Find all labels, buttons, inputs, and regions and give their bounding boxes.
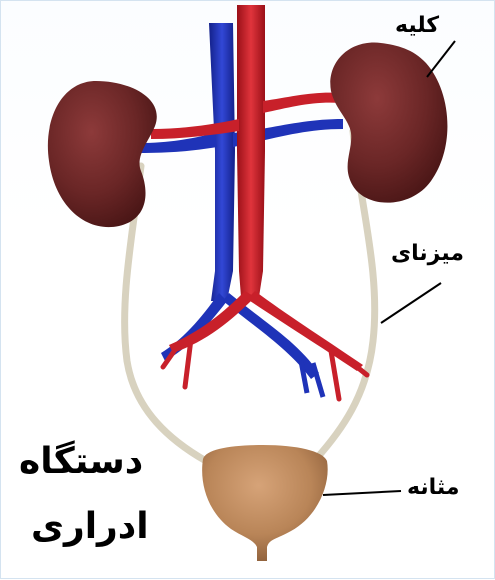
right-kidney [330, 43, 447, 203]
bladder [202, 445, 328, 561]
bladder-label: مثانه [407, 475, 459, 500]
bladder-leader-line [323, 491, 401, 495]
ureter-label: میزنای [391, 241, 464, 266]
diagram-title-line-2: ادراری [31, 506, 149, 547]
aorta [151, 5, 367, 399]
diagram-title-line-1: دستگاه [19, 441, 143, 482]
left-kidney [48, 81, 157, 227]
kidney-label: کلیه [395, 13, 439, 38]
kidney-leader-line [427, 41, 455, 77]
ureter-leader-line [381, 283, 441, 323]
